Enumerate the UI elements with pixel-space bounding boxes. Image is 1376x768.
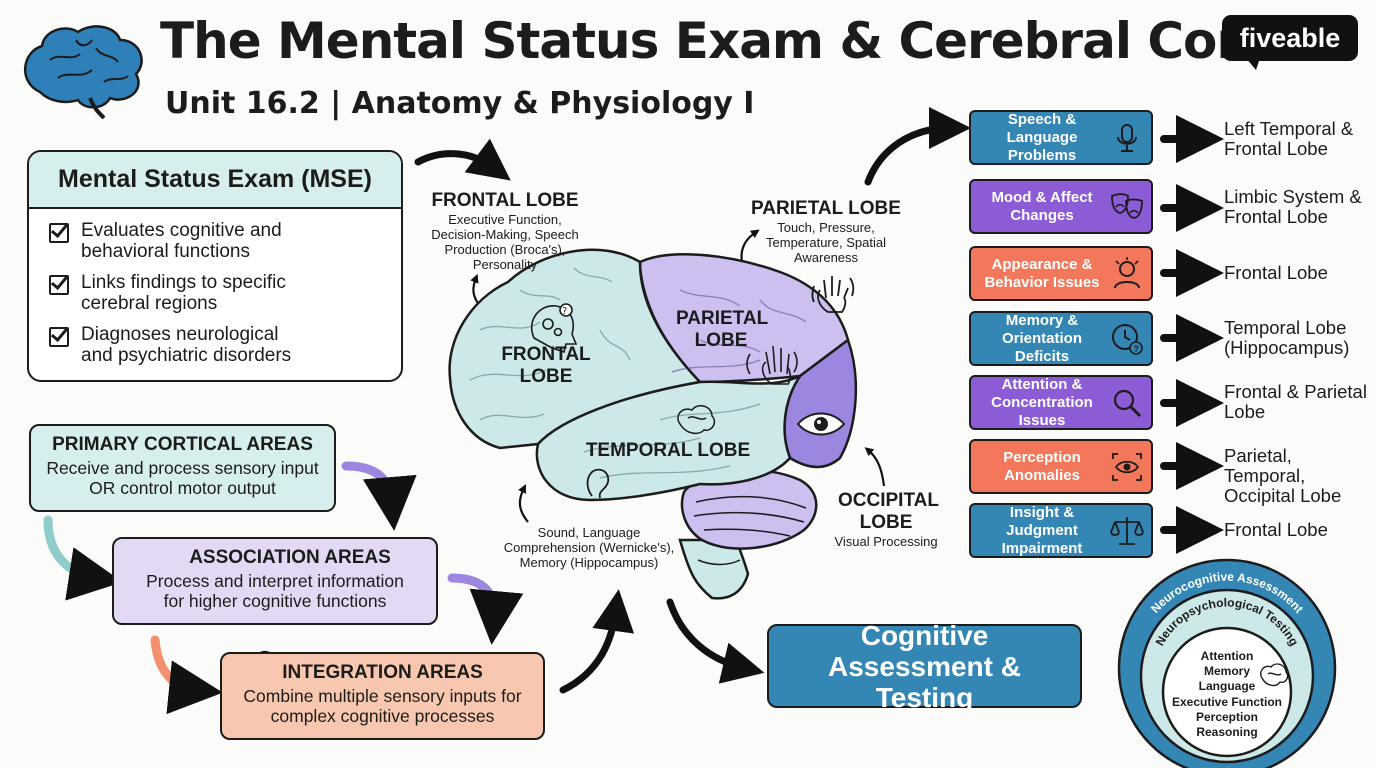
mse-item-text: Links findings to specific cerebral regi…: [81, 272, 286, 314]
domain-item: Language: [1198, 679, 1256, 694]
symptom-insight-judgment: Insight & Judgment Impairment: [969, 503, 1153, 558]
ear-icon: [586, 468, 610, 499]
fiveable-logo: fiveable: [1222, 15, 1358, 61]
symptom-memory-orientation: Memory & Orientation Deficits ?: [969, 311, 1153, 366]
mse-item: Evaluates cognitive and behavioral funct…: [49, 220, 289, 262]
symptom-arrows: [1160, 115, 1224, 554]
logo-tail: [1246, 58, 1260, 70]
svg-text:?: ?: [562, 306, 567, 317]
brain-illustration: ?: [448, 248, 858, 600]
pointing-hand-icon: [811, 276, 855, 313]
association-title: ASSOCIATION AREAS: [189, 547, 391, 568]
symptom-label: Speech & Language Problems: [1006, 110, 1078, 164]
primary-title: PRIMARY CORTICAL AREAS: [52, 434, 313, 455]
clock-question-icon: ?: [1112, 323, 1143, 355]
assessment-domain-list: Attention Memory Language Executive Func…: [1170, 649, 1284, 740]
symptom-label: Appearance & Behavior Issues: [984, 255, 1100, 291]
temporal-lobe-label: Sound, Language Comprehension (Wernicke'…: [498, 525, 680, 570]
occipital-lobe-desc: Visual Processing: [834, 534, 938, 549]
primary-desc: Receive and process sensory input OR con…: [46, 458, 319, 498]
location-memory-orientation: Temporal Lobe (Hippocampus): [1224, 317, 1350, 358]
symptom-label: Perception Anomalies: [1003, 448, 1081, 484]
primary-cortical-areas-box: PRIMARY CORTICAL AREAS Receive and proce…: [29, 424, 336, 512]
temporal-lobe-desc: Sound, Language Comprehension (Wernicke'…: [503, 525, 675, 570]
symptom-label: Mood & Affect Changes: [991, 188, 1093, 224]
page-title: The Mental Status Exam & Cerebral Cortex: [160, 12, 1328, 70]
scales-icon: [1110, 516, 1144, 545]
symptom-label: Memory & Orientation Deficits: [1001, 311, 1082, 365]
assessment-circles: [1117, 558, 1337, 768]
microphone-icon: [1117, 123, 1137, 152]
theater-masks-icon: [1111, 192, 1143, 219]
location-appearance-behavior: Frontal Lobe: [1224, 262, 1328, 283]
temporal-lobe-inner-label: TEMPORAL LOBE: [585, 440, 751, 461]
checkbox-icon: [49, 223, 69, 243]
association-areas-box: ASSOCIATION AREAS Process and interpret …: [112, 537, 438, 625]
location-mood-affect: Limbic System & Frontal Lobe: [1224, 186, 1362, 227]
symptom-appearance-behavior: Appearance & Behavior Issues: [969, 246, 1153, 301]
integration-title: INTEGRATION AREAS: [282, 662, 483, 683]
symptom-label: Attention & Concentration Issues: [991, 375, 1093, 429]
occipital-lobe-title: OCCIPITAL LOBE: [838, 490, 939, 533]
parietal-lobe-inner-label: PARIETAL LOBE: [676, 308, 769, 351]
symptom-mood-affect: Mood & Affect Changes: [969, 179, 1153, 234]
mse-item-text: Evaluates cognitive and behavioral funct…: [81, 220, 282, 262]
occipital-lobe-label: OCCIPITAL LOBE Visual Processing: [826, 490, 946, 549]
brain-logo-icon: [23, 25, 143, 120]
mse-card: Mental Status Exam (MSE) Evaluates cogni…: [27, 150, 403, 382]
domain-item: Memory: [1203, 664, 1250, 679]
mini-brain-icon: [677, 405, 716, 435]
location-perception: Parietal, Temporal, Occipital Lobe: [1224, 445, 1342, 506]
frontal-lobe-title: FRONTAL LOBE: [431, 190, 579, 211]
hierarchy-arrows: [43, 461, 524, 715]
association-desc: Process and interpret information for hi…: [146, 571, 404, 611]
parietal-lobe-title: PARIETAL LOBE: [751, 198, 901, 219]
symptom-label: Insight & Judgment Impairment: [1001, 503, 1083, 557]
symptom-attention-concentration: Attention & Concentration Issues: [969, 375, 1153, 430]
parietal-lobe-label: PARIETAL LOBE Touch, Pressure, Temperatu…: [746, 198, 906, 265]
symptom-speech-language: Speech & Language Problems: [969, 110, 1153, 165]
parietal-lobe-desc: Touch, Pressure, Temperature, Spatial Aw…: [766, 220, 886, 265]
checkbox-icon: [49, 275, 69, 295]
integration-areas-box: INTEGRATION AREAS Combine multiple senso…: [220, 652, 545, 740]
domain-item: Perception: [1195, 709, 1258, 724]
domain-item: Executive Function: [1171, 694, 1283, 709]
location-speech-language: Left Temporal & Frontal Lobe: [1224, 118, 1354, 159]
person-icon: [1114, 256, 1140, 288]
mse-item-text: Diagnoses neurological and psychiatric d…: [81, 324, 292, 366]
eye-scan-icon: [1112, 452, 1142, 481]
domain-item: Attention: [1200, 649, 1254, 663]
domain-item: Reasoning: [1196, 725, 1258, 740]
frontal-lobe-desc: Executive Function, Decision-Making, Spe…: [431, 212, 579, 272]
integration-desc: Combine multiple sensory inputs for comp…: [243, 686, 522, 726]
location-attention-concentration: Frontal & Parietal Lobe: [1224, 381, 1367, 422]
eye-icon: [796, 412, 846, 436]
brain-outline-icon: [1260, 663, 1289, 687]
cognitive-assessment-label: Cognitive Assessment & Testing: [828, 619, 1021, 713]
touch-hand-icon: [746, 345, 798, 385]
head-gears-icon: ?: [531, 303, 578, 354]
magnifier-icon: [1113, 389, 1142, 417]
frontal-lobe-inner-label: FRONTAL LOBE: [501, 344, 591, 387]
mse-card-title: Mental Status Exam (MSE): [29, 152, 401, 209]
symptom-perception: Perception Anomalies: [969, 439, 1153, 494]
checkbox-icon: [49, 327, 69, 347]
cognitive-assessment-box: Cognitive Assessment & Testing: [767, 620, 1082, 713]
mse-item: Links findings to specific cerebral regi…: [49, 272, 289, 314]
flow-arrows: [414, 107, 971, 694]
frontal-lobe-label: FRONTAL LOBE Executive Function, Decisio…: [420, 190, 590, 272]
svg-text:?: ?: [1134, 344, 1140, 354]
mse-item: Diagnoses neurological and psychiatric d…: [49, 324, 299, 366]
location-insight-judgment: Frontal Lobe: [1224, 519, 1328, 540]
page-subtitle: Unit 16.2 | Anatomy & Physiology I: [165, 86, 755, 121]
